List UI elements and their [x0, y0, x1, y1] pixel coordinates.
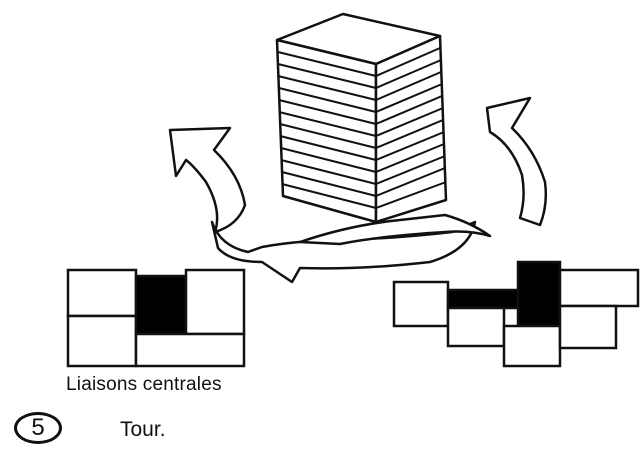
right-arrow-icon	[485, 96, 548, 227]
figure-title: Tour.	[120, 418, 166, 441]
left-arrow-icon	[168, 126, 247, 234]
right-plan-icon	[392, 260, 640, 368]
bottom-arrow-icon	[210, 220, 477, 284]
tower-icon	[275, 12, 448, 224]
caption-text: Liaisons centrales	[66, 374, 222, 395]
left-plan-icon	[66, 268, 246, 368]
figure-number-badge: 5	[14, 412, 62, 444]
back-arrow-icon	[298, 213, 492, 246]
